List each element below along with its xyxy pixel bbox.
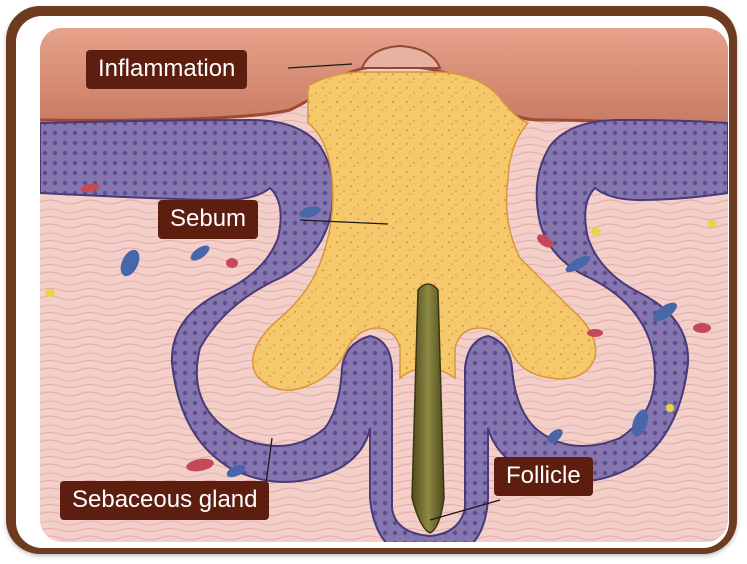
label-sebum: Sebum (158, 200, 258, 239)
label-sebaceous-gland: Sebaceous gland (60, 481, 269, 520)
skin-cross-section-illustration (40, 28, 728, 542)
label-follicle: Follicle (494, 457, 593, 496)
hair-shaft-icon (412, 284, 444, 533)
label-inflammation: Inflammation (86, 50, 247, 89)
